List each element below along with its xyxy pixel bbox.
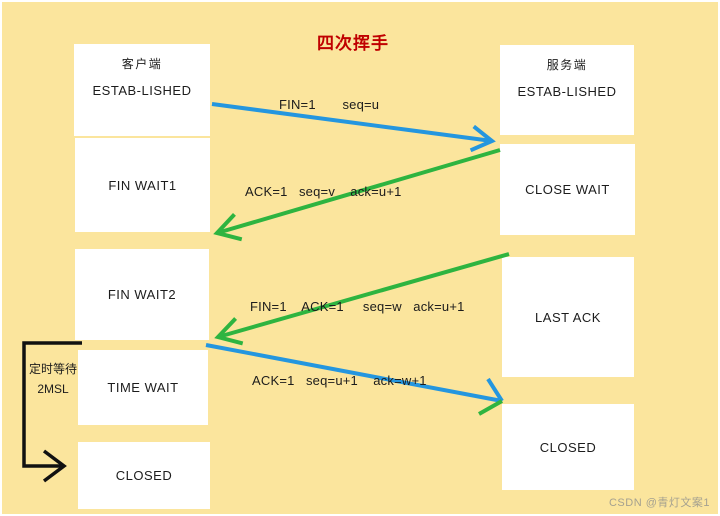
- ack-arrow-2-lower-barb: [478, 399, 503, 416]
- server-state-last-ack: LAST ACK: [535, 309, 601, 325]
- fin-seq-label: FIN=1 seq=u: [279, 97, 380, 112]
- fin-ack-label: FIN=1 ACK=1 seq=w ack=u+1: [250, 299, 465, 314]
- server-estab-lished-box: 服务端 ESTAB-LISHED: [500, 45, 634, 135]
- client-header: 客户端: [121, 57, 163, 71]
- fin-ack-arrow: [214, 252, 510, 346]
- ack-arrow-2-upper-barb: [486, 377, 504, 403]
- server-closed-box: CLOSED: [502, 404, 634, 490]
- timer-wait-label: 定时等待 2MSL: [24, 359, 82, 399]
- diagram-title: 四次挥手: [317, 34, 389, 53]
- close-wait-box: CLOSE WAIT: [500, 144, 635, 235]
- server-state-estab-lished: ESTAB-LISHED: [517, 84, 617, 99]
- time-wait-box: TIME WAIT: [78, 350, 208, 425]
- server-state-closed: CLOSED: [539, 439, 597, 455]
- ack-label-2: ACK=1 seq=u+1 ack=w+1: [252, 373, 427, 388]
- client-state-fin-wait2: FIN WAIT2: [107, 287, 177, 302]
- client-estab-lished-box: 客户端 ESTAB-LISHED: [74, 44, 210, 136]
- server-state-close-wait: CLOSE WAIT: [525, 182, 610, 197]
- client-closed-box: CLOSED: [78, 442, 210, 509]
- client-state-closed: CLOSED: [115, 468, 173, 483]
- fin-wait2-box: FIN WAIT2: [75, 249, 209, 340]
- ack-label-1: ACK=1 seq=v ack=u+1: [245, 184, 402, 199]
- last-ack-box: LAST ACK: [502, 257, 634, 377]
- client-state-estab-lished: ESTAB-LISHED: [92, 83, 192, 98]
- client-state-time-wait: TIME WAIT: [107, 380, 179, 395]
- timer-2msl-text: 2MSL: [37, 382, 69, 396]
- server-header: 服务端: [546, 58, 588, 72]
- fin-wait1-box: FIN WAIT1: [75, 138, 210, 232]
- watermark: CSDN @青灯文案1: [608, 497, 710, 509]
- client-state-fin-wait1: FIN WAIT1: [108, 177, 177, 193]
- timer-wait-text: 定时等待: [28, 362, 77, 376]
